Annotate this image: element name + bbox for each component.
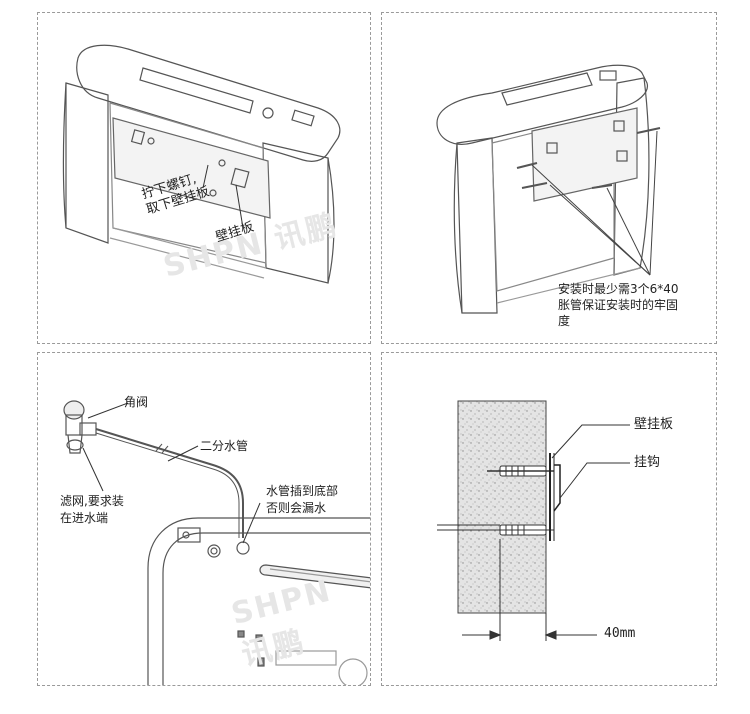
panel-water-pipe-connection: SHPN 讯鹏 角阀 二分水管 滤网,要求装 在进水端 水管插到底部 否则会漏水 [37,352,371,686]
label-water-pipe: 二分水管 [200,439,249,453]
label-wall-plate-section: 壁挂板 [634,417,674,432]
label-filter: 滤网,要求装 在进水端 [60,494,124,525]
panel-wall-mount-section: 壁挂板 挂钩 40mm [381,352,717,686]
dimension-label: 40mm [604,626,636,641]
installation-note: 安装时最少需3个6*40 胀管保证安装时的牢固 度 [558,282,679,328]
label-hook: 挂钩 [634,455,661,470]
pipe-connection-drawing [63,400,370,685]
device-drawing-front [62,44,341,284]
label-angle-valve: 角阀 [124,395,149,409]
panel-install-expansion-screws: 安装时最少需3个6*40 胀管保证安装时的牢固 度 [381,12,717,344]
device-drawing-angled [436,64,661,314]
wall-section-drawing [437,400,630,641]
label-insert-pipe: 水管插到底部 否则会漏水 [266,484,339,515]
panel-remove-wall-plate: SHPN 讯鹏 拧下螺钉, 取下壁挂板 壁挂板 [37,12,371,344]
